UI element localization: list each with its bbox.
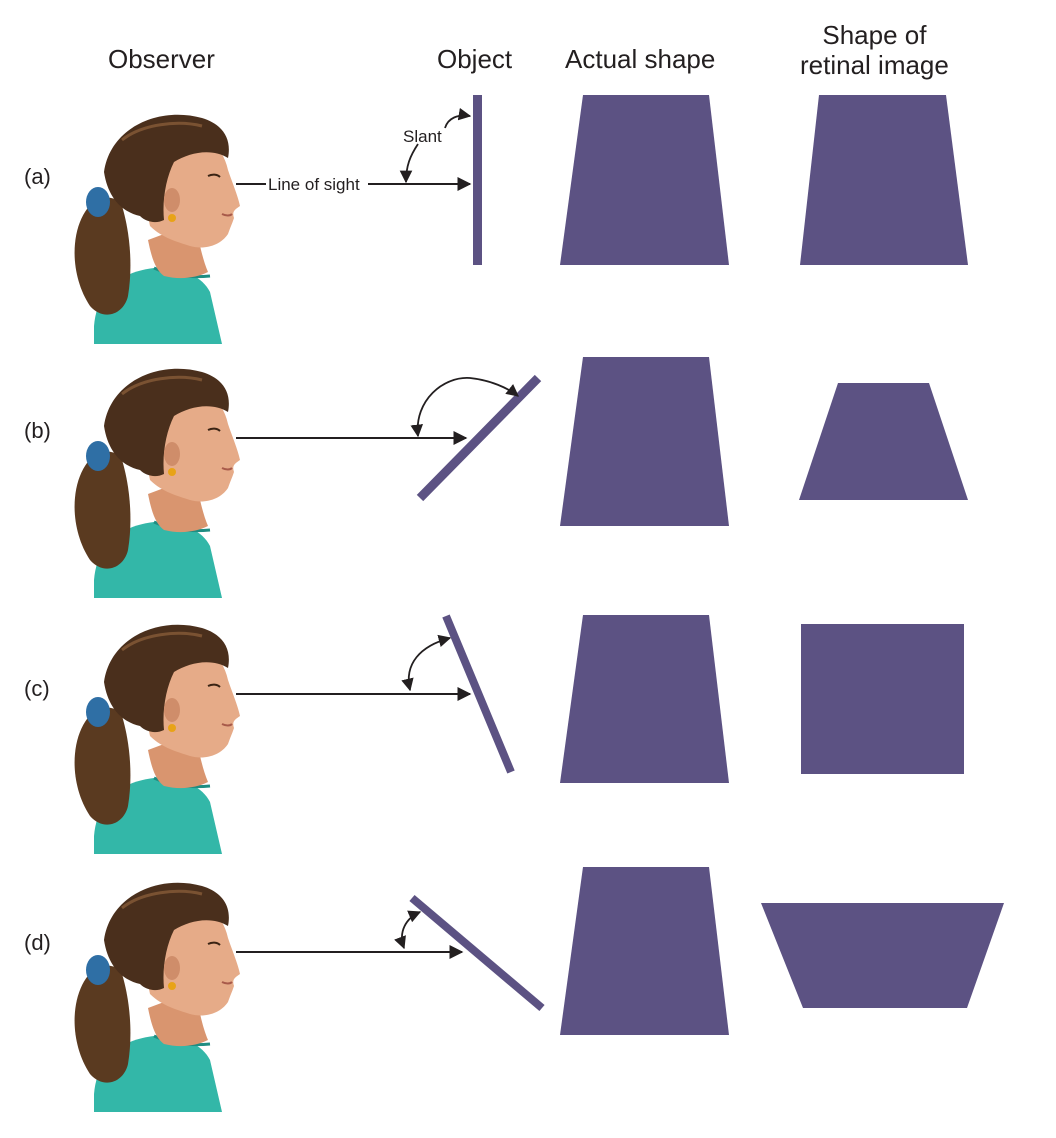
retinal-shape-c (801, 624, 964, 774)
row-label-c: (c) (24, 676, 50, 701)
row-d (73, 867, 1004, 1114)
observer-b (73, 367, 242, 600)
retinal-shape-d (761, 903, 1004, 1008)
object-a (473, 95, 482, 265)
row-a (73, 95, 968, 346)
observer-c (73, 623, 242, 856)
object-c (442, 614, 515, 774)
observer-d (73, 881, 242, 1114)
actual-shape-d (560, 867, 729, 1035)
row-label-d: (d) (24, 930, 51, 955)
row-b (73, 357, 968, 600)
actual-shape-b (560, 357, 729, 526)
slant-label: Slant (403, 127, 442, 146)
slant-arc-b (410, 377, 519, 438)
header-retinal-line1: Shape of (822, 20, 927, 50)
retinal-shape-b (799, 383, 968, 500)
slant-arrow-down (399, 143, 419, 184)
slant-arc-c (401, 634, 452, 692)
header-retinal-line2: retinal image (800, 50, 949, 80)
actual-shape-c (560, 615, 729, 783)
header-actual-shape: Actual shape (565, 44, 716, 74)
row-label-a: (a) (24, 164, 51, 189)
row-label-b: (b) (24, 418, 51, 443)
line-of-sight-label: Line of sight (268, 175, 360, 194)
header-observer: Observer (108, 44, 215, 74)
row-c (73, 614, 964, 856)
retinal-shape-a (800, 95, 968, 265)
object-d (409, 894, 545, 1012)
slant-arrow-up (444, 107, 472, 129)
actual-shape-a (560, 95, 729, 265)
header-retinal-image: Shape of retinal image (800, 20, 949, 80)
header-object: Object (437, 44, 513, 74)
observer-a (73, 113, 242, 346)
slant-arc-d (394, 910, 422, 950)
